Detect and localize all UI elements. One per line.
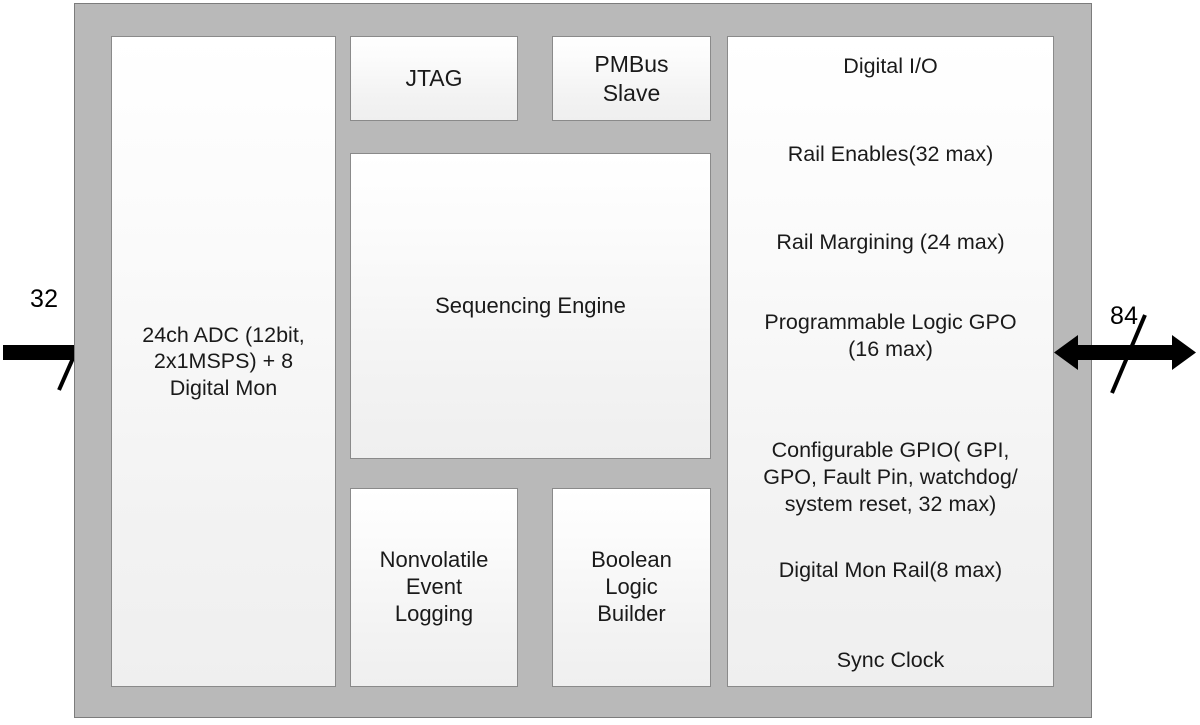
block-nonvolatile-event-logging-label: Nonvolatile Event Logging xyxy=(379,547,489,626)
digital-io-item-sync-clock: Sync Clock xyxy=(836,648,945,672)
input-bus-count-label: 32 xyxy=(30,285,59,313)
digital-io-item-rail-margining: Rail Margining (24 max) xyxy=(776,230,1005,254)
digital-io-item-programmable-logic-gpo: Programmable Logic GPO (16 max) xyxy=(764,310,1017,362)
block-adc[interactable]: 24ch ADC (12bit, 2x1MSPS) + 8 Digital Mo… xyxy=(111,36,336,687)
block-jtag-label: JTAG xyxy=(405,65,463,92)
output-bus: 84 xyxy=(1052,285,1200,420)
output-bus-count-label: 84 xyxy=(1110,302,1139,330)
digital-io-feature-list: Digital I/O Rail Enables(32 max) Rail Ma… xyxy=(728,37,1053,686)
digital-io-item-configurable-gpio: Configurable GPIO( GPI, GPO, Fault Pin, … xyxy=(763,438,1018,517)
block-sequencing-engine[interactable]: Sequencing Engine xyxy=(350,153,711,459)
block-sequencing-engine-label: Sequencing Engine xyxy=(435,292,626,318)
digital-io-item-digital-mon-rail: Digital Mon Rail(8 max) xyxy=(778,558,1003,582)
output-bus-arrow-icon xyxy=(1054,314,1196,394)
block-digital-io[interactable]: Digital I/O Rail Enables(32 max) Rail Ma… xyxy=(727,36,1054,687)
block-pmbus-slave-label: PMBus Slave xyxy=(594,51,669,106)
digital-io-item-rail-enables: Rail Enables(32 max) xyxy=(787,142,994,166)
block-boolean-logic-builder[interactable]: Boolean Logic Builder xyxy=(552,488,711,687)
block-jtag[interactable]: JTAG xyxy=(350,36,518,121)
block-pmbus-slave[interactable]: PMBus Slave xyxy=(552,36,711,121)
block-boolean-logic-builder-label: Boolean Logic Builder xyxy=(591,547,672,626)
block-adc-label: 24ch ADC (12bit, 2x1MSPS) + 8 Digital Mo… xyxy=(142,323,305,400)
block-nonvolatile-event-logging[interactable]: Nonvolatile Event Logging xyxy=(350,488,518,687)
digital-io-heading: Digital I/O xyxy=(843,54,938,78)
chip-package: 24ch ADC (12bit, 2x1MSPS) + 8 Digital Mo… xyxy=(74,3,1092,718)
